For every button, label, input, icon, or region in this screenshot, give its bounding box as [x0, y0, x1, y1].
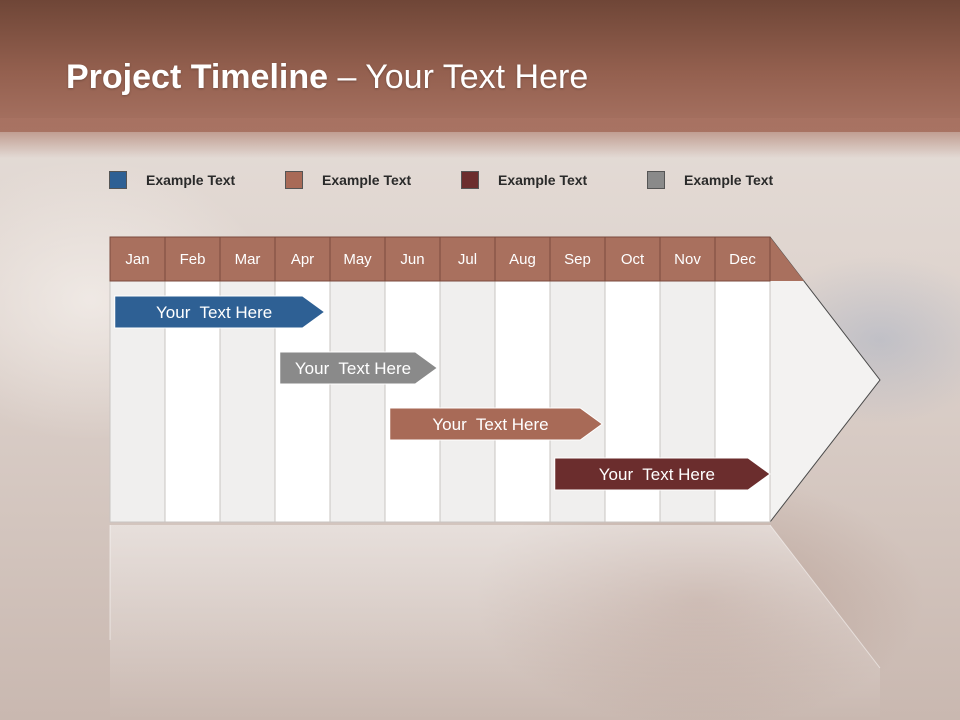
legend-label: Example Text — [498, 172, 588, 188]
timeline-bar-label: Your Text Here — [432, 415, 548, 434]
reflection-edge — [769, 524, 881, 669]
month-header-cell — [714, 236, 771, 282]
month-header-cell — [219, 236, 276, 282]
month-header-cell — [549, 236, 606, 282]
month-label: Apr — [291, 251, 314, 268]
legend-swatch — [647, 171, 665, 189]
month-header-cell — [329, 236, 386, 282]
timeline-bar — [279, 351, 439, 385]
month-column — [329, 280, 386, 523]
legend-label: Example Text — [146, 172, 236, 188]
month-header-cell — [274, 236, 331, 282]
legend-swatch — [461, 171, 479, 189]
legend-label: Example Text — [322, 172, 412, 188]
timeline-bar — [389, 407, 604, 441]
timeline-reflection — [110, 525, 880, 720]
legend-label: Example Text — [684, 172, 774, 188]
month-label: Dec — [729, 251, 756, 268]
timeline-bar — [554, 457, 771, 491]
month-label: Jun — [400, 251, 424, 268]
header-corner — [770, 237, 804, 281]
header-fade — [0, 118, 960, 158]
month-label: Jul — [458, 251, 477, 268]
title-bold: Project Timeline — [66, 58, 329, 96]
legend-swatch — [285, 171, 303, 189]
month-label: Mar — [235, 251, 261, 268]
month-header-cell — [604, 236, 661, 282]
month-column — [439, 280, 496, 523]
month-header-cell — [384, 236, 441, 282]
month-label: May — [343, 251, 372, 268]
legend-swatch — [109, 171, 127, 189]
timeline-bar-label: Your Text Here — [295, 359, 411, 378]
month-column — [384, 280, 441, 523]
month-header-cell — [164, 236, 221, 282]
timeline-bar-label: Your Text Here — [156, 303, 272, 322]
month-header-cell — [439, 236, 496, 282]
month-header-row: Jan Feb Mar Apr May Jun Jul Aug Sep Oct Nov Dec — [109, 236, 771, 282]
month-label: Sep — [564, 251, 591, 268]
month-label: Nov — [674, 251, 701, 268]
month-label: Aug — [509, 251, 536, 268]
month-header-cell — [109, 236, 166, 282]
timeline-bar-label: Your Text Here — [599, 465, 715, 484]
month-column — [494, 280, 551, 523]
page-title: Project Timeline – Your Text Here — [66, 58, 588, 97]
month-label: Jan — [125, 251, 149, 268]
month-label: Oct — [621, 251, 645, 268]
timeline-bar — [114, 295, 326, 329]
month-label: Feb — [180, 251, 206, 268]
title-rest: – Your Text Here — [328, 58, 589, 96]
month-header-cell — [494, 236, 551, 282]
header-band — [0, 0, 960, 132]
